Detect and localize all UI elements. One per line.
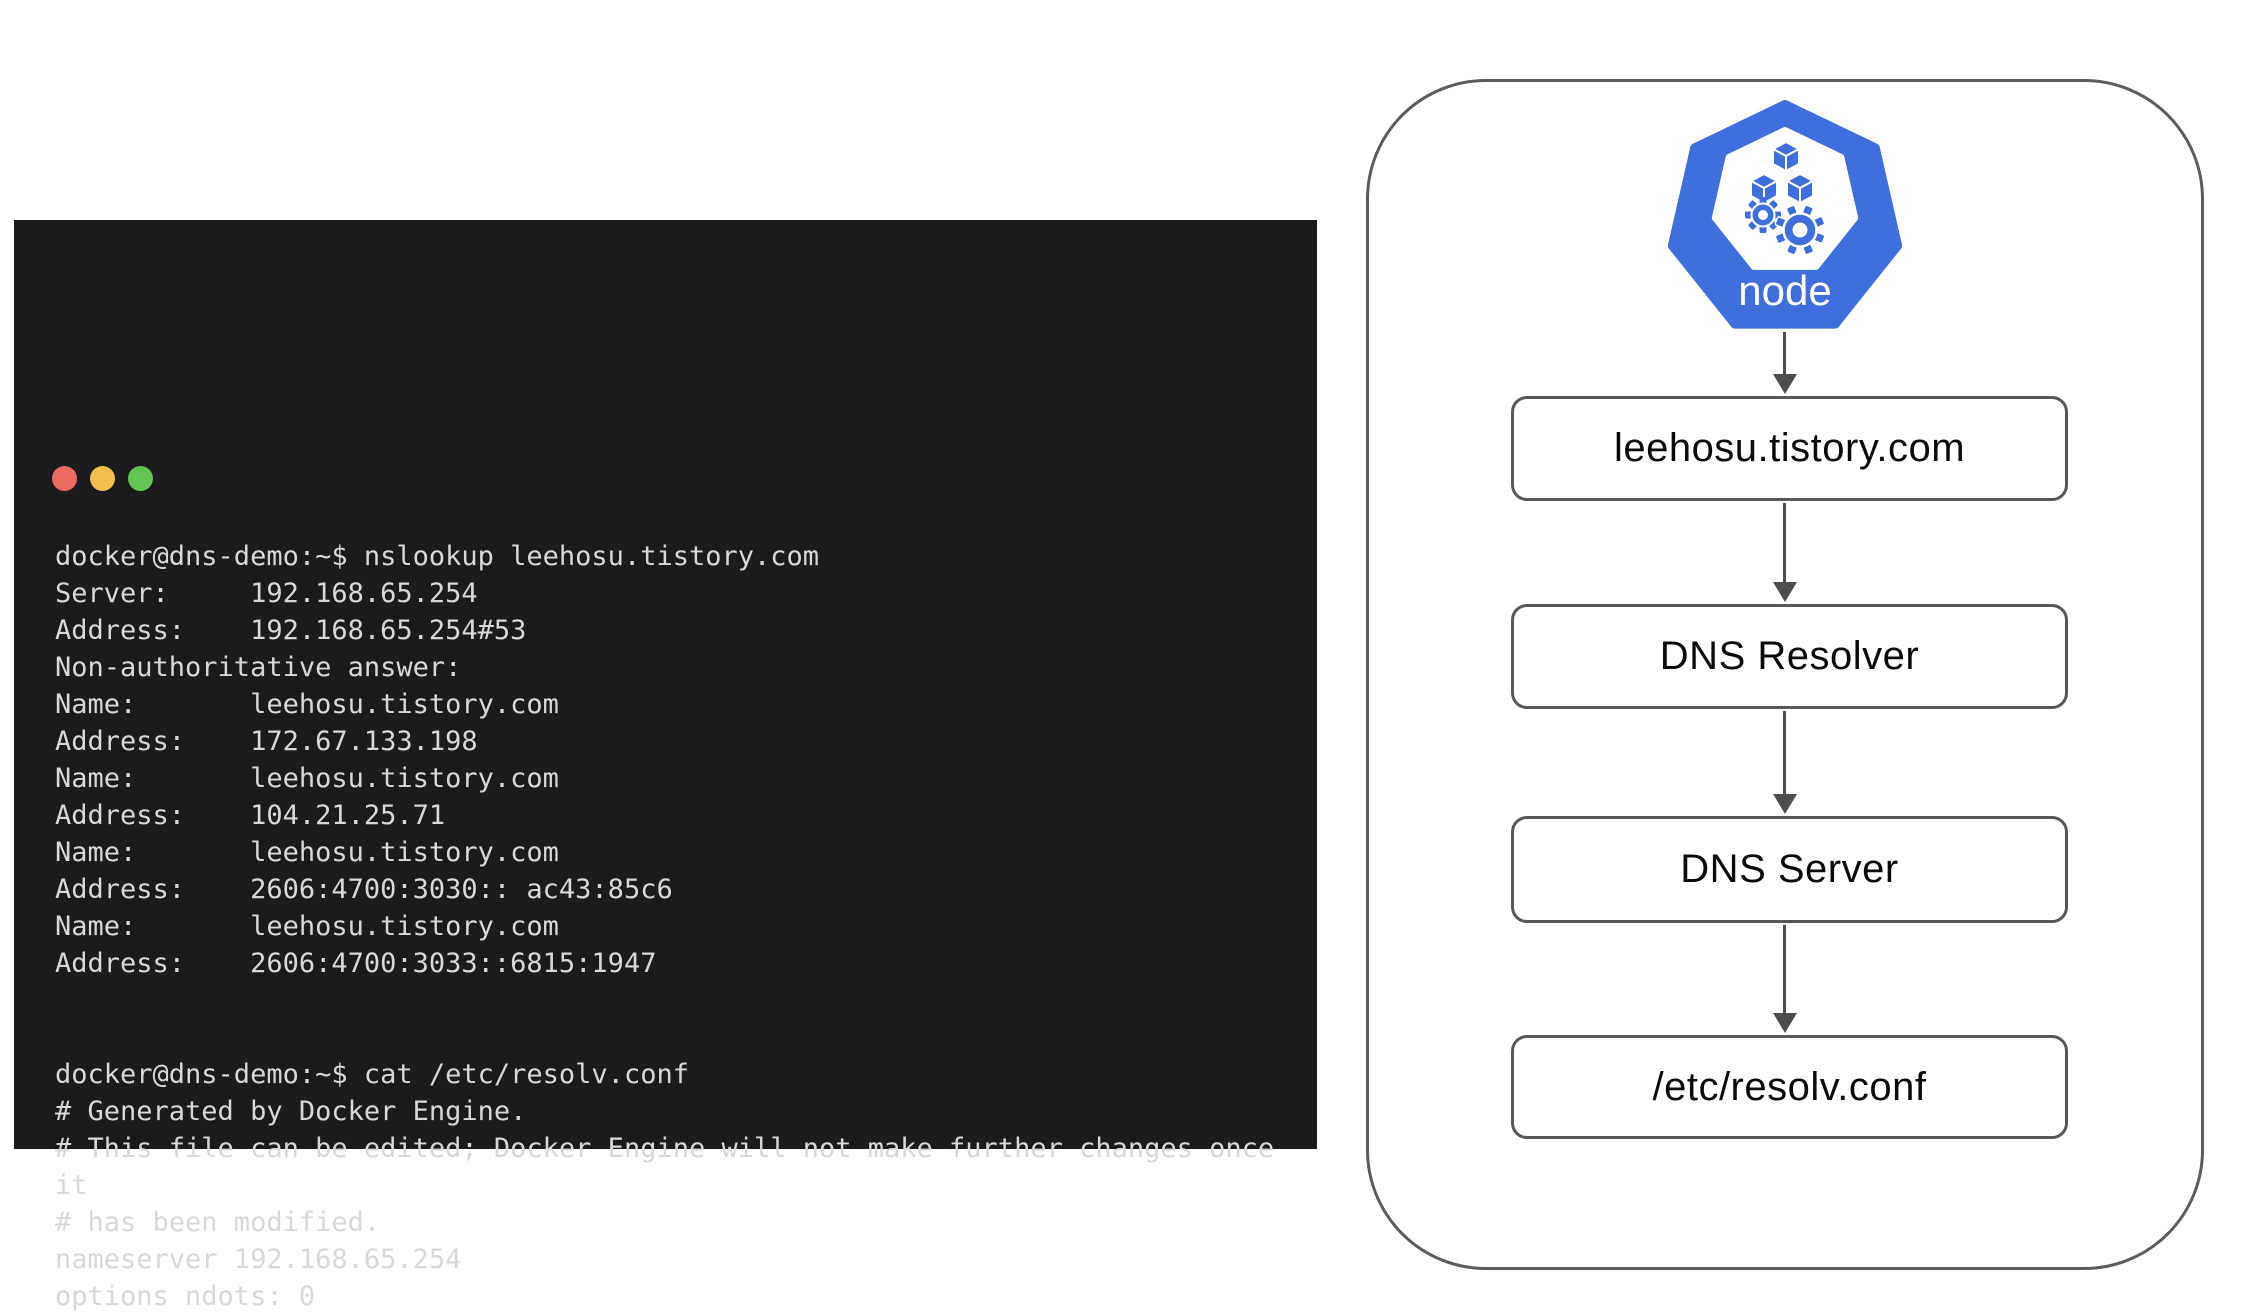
flow-box-domain: leehosu.tistory.com <box>1511 396 2068 501</box>
gear-icon <box>1774 204 1826 256</box>
flow-box-resolv-conf: /etc/resolv.conf <box>1511 1035 2068 1139</box>
arrow-down-icon <box>1773 582 1797 602</box>
arrow-down-icon <box>1773 794 1797 814</box>
close-button[interactable] <box>52 466 77 491</box>
gear-icon <box>1745 197 1781 233</box>
terminal-output: docker@dns-demo:~$ nslookup leehosu.tist… <box>55 541 1275 1312</box>
arrow-line <box>1783 503 1786 586</box>
zoom-button[interactable] <box>128 466 153 491</box>
arrow-down-icon <box>1773 374 1797 394</box>
arrow-line <box>1783 711 1786 798</box>
minimize-button[interactable] <box>90 466 115 491</box>
arrow-down-icon <box>1773 1013 1797 1033</box>
flow-box-dns-resolver: DNS Resolver <box>1511 604 2068 709</box>
flow-box-dns-server: DNS Server <box>1511 816 2068 923</box>
window-controls <box>52 466 153 491</box>
cube-icon <box>1770 140 1802 173</box>
kubernetes-node-icon: node <box>1667 100 1903 329</box>
arrow-line <box>1783 332 1786 378</box>
terminal-window[interactable]: docker@dns-demo:~$ nslookup leehosu.tist… <box>14 220 1317 1312</box>
arrow-line <box>1783 925 1786 1015</box>
cube-icon <box>1784 172 1816 205</box>
node-label: node <box>1738 267 1831 314</box>
